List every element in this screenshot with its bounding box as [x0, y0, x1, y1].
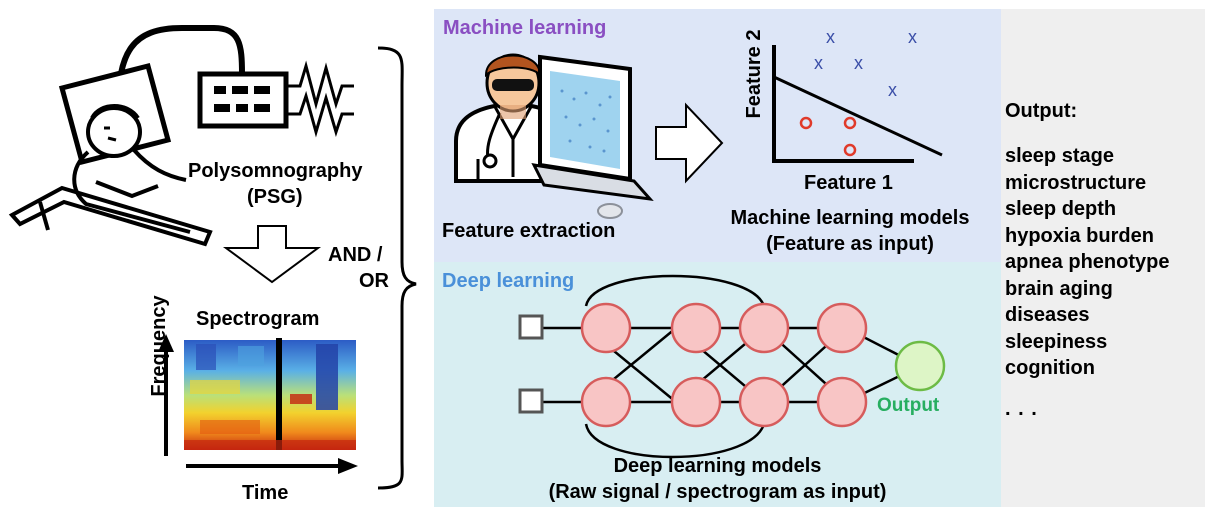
- output-item: cognition: [1005, 357, 1095, 379]
- feature-extraction-label: Feature extraction: [442, 220, 616, 242]
- cross-mark: x: [814, 53, 823, 73]
- cross-mark: x: [908, 27, 917, 47]
- circle-mark: [799, 116, 813, 130]
- psg-label-abbr: (PSG): [247, 186, 303, 208]
- connector-label-or: OR: [359, 270, 389, 292]
- hidden-nodes: [580, 302, 868, 428]
- output-item: hypoxia burden: [1005, 224, 1154, 247]
- nn-connections: [540, 274, 921, 459]
- ml-model-label: Machine learning models: [730, 207, 970, 229]
- left-illustrations: [8, 25, 417, 490]
- frequency-axis-arrow-icon: [158, 334, 174, 352]
- cross-mark: x: [888, 80, 897, 100]
- frequency-axis-label: Frequency: [148, 295, 170, 397]
- plot-x-label: Feature 1: [804, 172, 893, 194]
- dl-model-sublabel: (Raw signal / spectrogram as input): [548, 481, 887, 503]
- dl-model-label: Deep learning models: [613, 455, 822, 477]
- output-panel: [1001, 9, 1205, 507]
- output-item: microstructure: [1005, 171, 1147, 194]
- output-ellipsis: . . .: [1005, 398, 1038, 420]
- output-node: [894, 340, 946, 392]
- input-node: [518, 314, 544, 340]
- psg-label: Polysomnography: [188, 160, 363, 182]
- laptop-icon: [531, 54, 654, 219]
- output-node-label: Output: [877, 395, 940, 416]
- plot-y-label: Feature 2: [743, 29, 765, 119]
- circle-mark: [843, 143, 857, 157]
- dl-title: Deep learning: [442, 270, 575, 292]
- down-arrow-icon: [222, 225, 322, 284]
- output-list: sleep stage microstructure sleep depth hypo…: [1005, 143, 1169, 382]
- brace: [377, 46, 417, 490]
- neural-network-diagram: [518, 274, 946, 459]
- output-item: brain aging: [1005, 277, 1113, 300]
- cross-mark: x: [826, 27, 835, 47]
- output-title: Output:: [1005, 100, 1078, 122]
- output-item: apnea phenotype: [1005, 251, 1170, 273]
- time-axis-label: Time: [242, 482, 289, 504]
- time-axis-arrow-icon: [338, 458, 358, 474]
- spectrogram-title: Spectrogram: [196, 308, 320, 330]
- output-item: diseases: [1005, 304, 1090, 326]
- output-item: sleep stage: [1005, 145, 1114, 167]
- spectrogram-image: [184, 338, 356, 450]
- right-arrow-icon: [655, 102, 724, 184]
- output-item: sleepiness: [1005, 330, 1108, 353]
- output-item: sleep depth: [1005, 198, 1117, 220]
- connector-label: AND /: [328, 244, 383, 266]
- feature-scatter-plot: [772, 45, 943, 163]
- patient-icon: [8, 62, 213, 247]
- input-node: [518, 388, 544, 414]
- ml-model-sublabel: (Feature as input): [766, 233, 934, 255]
- ml-title: Machine learning: [443, 17, 607, 39]
- psg-device-icon: [197, 60, 354, 138]
- circle-mark: [843, 116, 857, 130]
- laptop-screen-dots: [560, 89, 612, 153]
- cross-mark: x: [854, 53, 863, 73]
